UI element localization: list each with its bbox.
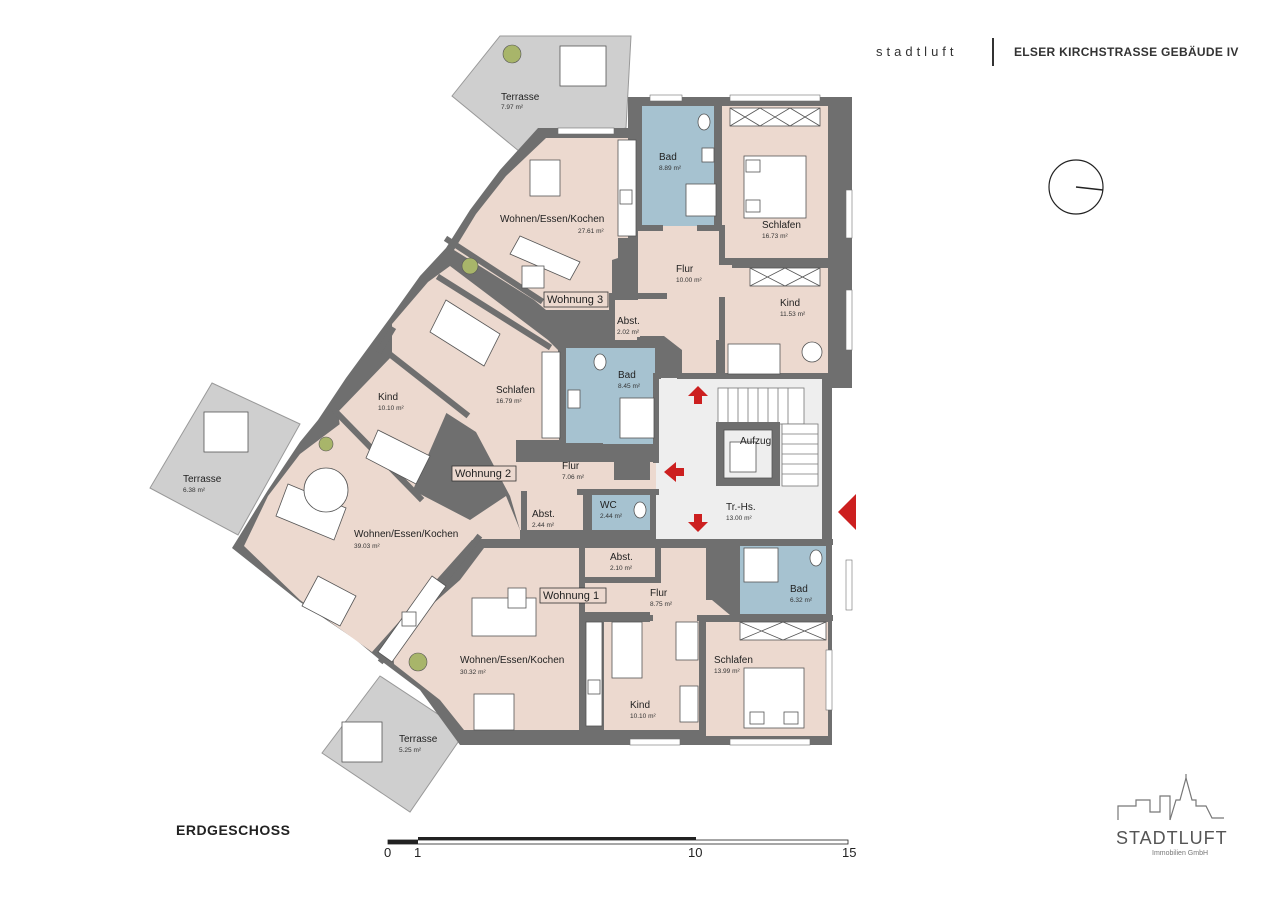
room-name: Flur xyxy=(650,588,668,599)
room-labels: Terrasse 7.97 m² Wohnen/Essen/Kochen 27.… xyxy=(183,92,813,754)
room-area: 13.00 m² xyxy=(726,515,752,522)
project-title: ELSER KIRCHSTRASSE GEBÄUDE IV xyxy=(1014,45,1239,59)
room-area: 13.99 m² xyxy=(714,668,740,675)
room-area: 7.97 m² xyxy=(501,104,524,111)
scale-label-10: 10 xyxy=(688,845,703,860)
unit-label-w3: Wohnung 3 xyxy=(543,291,609,308)
room-area: 2.02 m² xyxy=(617,329,640,336)
unit-label-w1: Wohnung 1 xyxy=(539,587,607,604)
room-name: Flur xyxy=(562,461,580,472)
staircase xyxy=(717,387,819,487)
room-area: 11.53 m² xyxy=(780,311,806,318)
svg-text:Wohnung 1: Wohnung 1 xyxy=(543,590,599,602)
room-name: Abst. xyxy=(532,509,555,520)
room-area: 2.44 m² xyxy=(532,522,555,529)
room-name: Kind xyxy=(780,298,800,309)
room-name: Abst. xyxy=(617,316,640,327)
room-area: 8.45 m² xyxy=(618,383,641,390)
furniture xyxy=(275,159,823,731)
logo-subline: Immobilien GmbH xyxy=(1152,850,1209,857)
terrace-w1 xyxy=(321,675,466,813)
room-name: Tr.-Hs. xyxy=(726,502,756,513)
scale-label-1: 1 xyxy=(414,845,422,860)
room-name: Schlafen xyxy=(714,655,753,666)
room-name: Terrasse xyxy=(501,92,540,103)
wardrobes xyxy=(541,107,827,661)
beds xyxy=(365,155,807,729)
room-name: Bad xyxy=(618,370,636,381)
room-area: 39.03 m² xyxy=(354,543,380,550)
scale-label-15: 15 xyxy=(842,845,857,860)
terrace-furniture xyxy=(203,45,607,763)
room-name: Terrasse xyxy=(399,734,438,745)
brand-name: stadtluft xyxy=(876,44,958,59)
room-area: 5.25 m² xyxy=(399,747,422,754)
floor-label: ERDGESCHOSS xyxy=(176,822,291,838)
room-area: 27.61 m² xyxy=(578,228,604,235)
room-name: Bad xyxy=(790,584,808,595)
bath-fills xyxy=(566,106,826,614)
room-area: 10.10 m² xyxy=(630,713,656,720)
plant-icons xyxy=(318,44,522,672)
room-area: 2.10 m² xyxy=(610,565,633,572)
scale-label-0: 0 xyxy=(384,845,392,860)
room-name: Abst. xyxy=(610,552,633,563)
room-name: Wohnen/Essen/Kochen xyxy=(460,655,564,666)
room-name: Terrasse xyxy=(183,474,222,485)
interior-walls xyxy=(331,101,833,743)
room-area: 8.89 m² xyxy=(659,165,682,172)
room-area: 8.75 m² xyxy=(650,601,673,608)
room-name: Aufzug xyxy=(740,436,771,447)
arrow-icons xyxy=(664,386,856,532)
room-name: Wohnen/Essen/Kochen xyxy=(354,529,458,540)
room-area: 7.06 m² xyxy=(562,474,585,481)
room-area: 30.32 m² xyxy=(460,669,486,676)
room-area: 6.32 m² xyxy=(790,597,813,604)
room-name: Flur xyxy=(676,264,694,275)
room-area: 10.10 m² xyxy=(378,405,404,412)
room-name: Kind xyxy=(630,700,650,711)
unit-label-w2: Wohnung 2 xyxy=(451,465,517,482)
header-divider xyxy=(992,38,994,66)
logo-name: STADTLUFT xyxy=(1116,828,1228,848)
svg-text:Wohnung 3: Wohnung 3 xyxy=(547,294,603,306)
room-name: WC xyxy=(600,500,617,511)
svg-text:Wohnung 2: Wohnung 2 xyxy=(455,468,511,480)
north-compass-icon xyxy=(1048,159,1104,215)
room-area: 2.44 m² xyxy=(600,513,623,520)
scale-bar xyxy=(387,837,849,845)
room-name: Kind xyxy=(378,392,398,403)
room-name: Schlafen xyxy=(496,385,535,396)
room-area: 16.73 m² xyxy=(762,233,788,240)
room-name: Schlafen xyxy=(762,220,801,231)
kitchen-counters xyxy=(377,139,637,727)
room-area: 6.38 m² xyxy=(183,487,206,494)
room-area: 16.79 m² xyxy=(496,398,522,405)
terrace-w2 xyxy=(149,382,301,536)
elevator xyxy=(716,422,780,486)
windows xyxy=(557,94,853,746)
room-name: Bad xyxy=(659,152,677,163)
room-area: 10.00 m² xyxy=(676,277,702,284)
room-name: Wohnen/Essen/Kochen xyxy=(500,214,604,225)
bath-fixtures xyxy=(567,113,823,583)
stadtluft-logo-icon xyxy=(1117,774,1224,821)
